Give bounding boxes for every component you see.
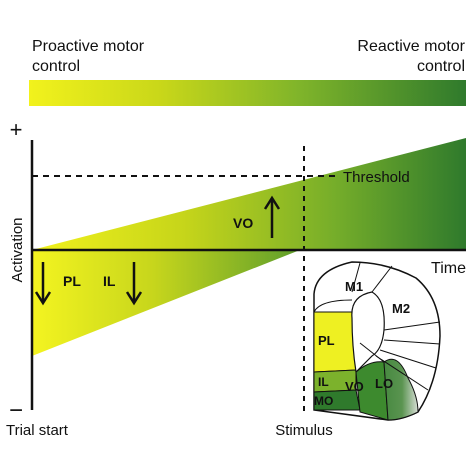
threshold-label: Threshold	[343, 169, 410, 186]
proactive-label-line1: Proactive motor	[32, 38, 145, 55]
vo-up-arrow	[263, 195, 281, 238]
lower-activation-wedge	[32, 250, 300, 356]
proactive-reactive-gradient-bar	[29, 80, 466, 106]
brain-label-mo: MO	[314, 394, 333, 408]
pl-down-arrow	[34, 262, 52, 306]
x-axis-label: Time	[431, 260, 466, 277]
brain-label-pl: PL	[318, 333, 335, 348]
reactive-label-line1: Reactive motor	[357, 38, 465, 55]
reactive-label-line2: control	[416, 58, 465, 75]
il-down-arrow	[125, 262, 143, 306]
y-axis-plus: +	[10, 117, 23, 142]
brain-region-lo	[383, 358, 419, 421]
brain-label-vo: VO	[345, 379, 364, 394]
reactive-label: Reactive motor control	[357, 37, 465, 77]
brain-label-il: IL	[318, 375, 329, 389]
vo-label: VO	[233, 215, 253, 231]
brain-white-matter	[351, 291, 385, 374]
proactive-label: Proactive motor control	[32, 37, 144, 77]
brain-section: M1 M2 PL IL MO VO LO	[313, 261, 441, 421]
proactive-label-line2: control	[32, 58, 81, 75]
stimulus-label: Stimulus	[275, 422, 333, 439]
trial-start-label: Trial start	[6, 422, 69, 439]
brain-label-lo: LO	[375, 376, 393, 391]
brain-label-m2: M2	[392, 301, 410, 316]
pl-label: PL	[63, 273, 81, 289]
y-axis-minus: −	[9, 397, 23, 424]
brain-label-m1: M1	[345, 279, 363, 294]
upper-activation-wedge	[32, 138, 466, 250]
il-label: IL	[103, 273, 116, 289]
y-axis-label: Activation	[9, 217, 26, 282]
